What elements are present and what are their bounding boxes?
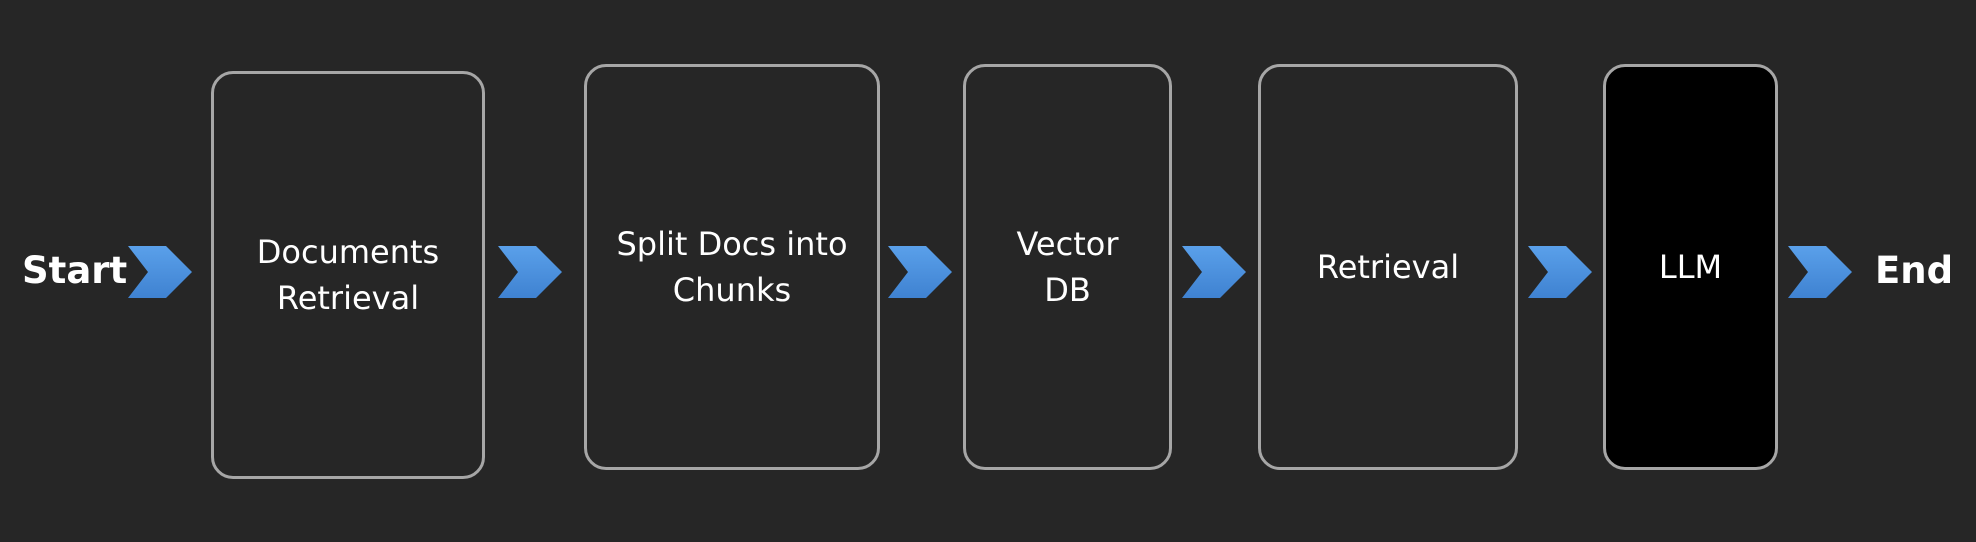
flow-arrow-icon	[1182, 238, 1248, 306]
flow-arrow-icon	[888, 238, 954, 306]
flow-arrow-icon	[498, 238, 564, 306]
step-split-docs: Split Docs into Chunks	[584, 64, 880, 470]
step-vector-db: Vector DB	[963, 64, 1172, 470]
step-retrieval-label: Retrieval	[1316, 248, 1460, 286]
start-label: Start	[22, 249, 128, 292]
end-label: End	[1875, 249, 1954, 292]
step-retrieval: Retrieval	[1258, 64, 1518, 470]
step-documents-retrieval-label: Documents Retrieval	[256, 233, 440, 317]
step-split-docs-label: Split Docs into Chunks	[616, 225, 848, 309]
flow-arrow-icon	[1788, 238, 1854, 306]
step-llm-label: LLM	[1658, 248, 1723, 286]
step-documents-retrieval: Documents Retrieval	[211, 71, 485, 479]
step-vector-db-label: Vector DB	[1016, 225, 1119, 309]
flow-arrow-icon	[1528, 238, 1594, 306]
step-llm: LLM	[1603, 64, 1778, 470]
flow-arrow-icon	[128, 238, 194, 306]
